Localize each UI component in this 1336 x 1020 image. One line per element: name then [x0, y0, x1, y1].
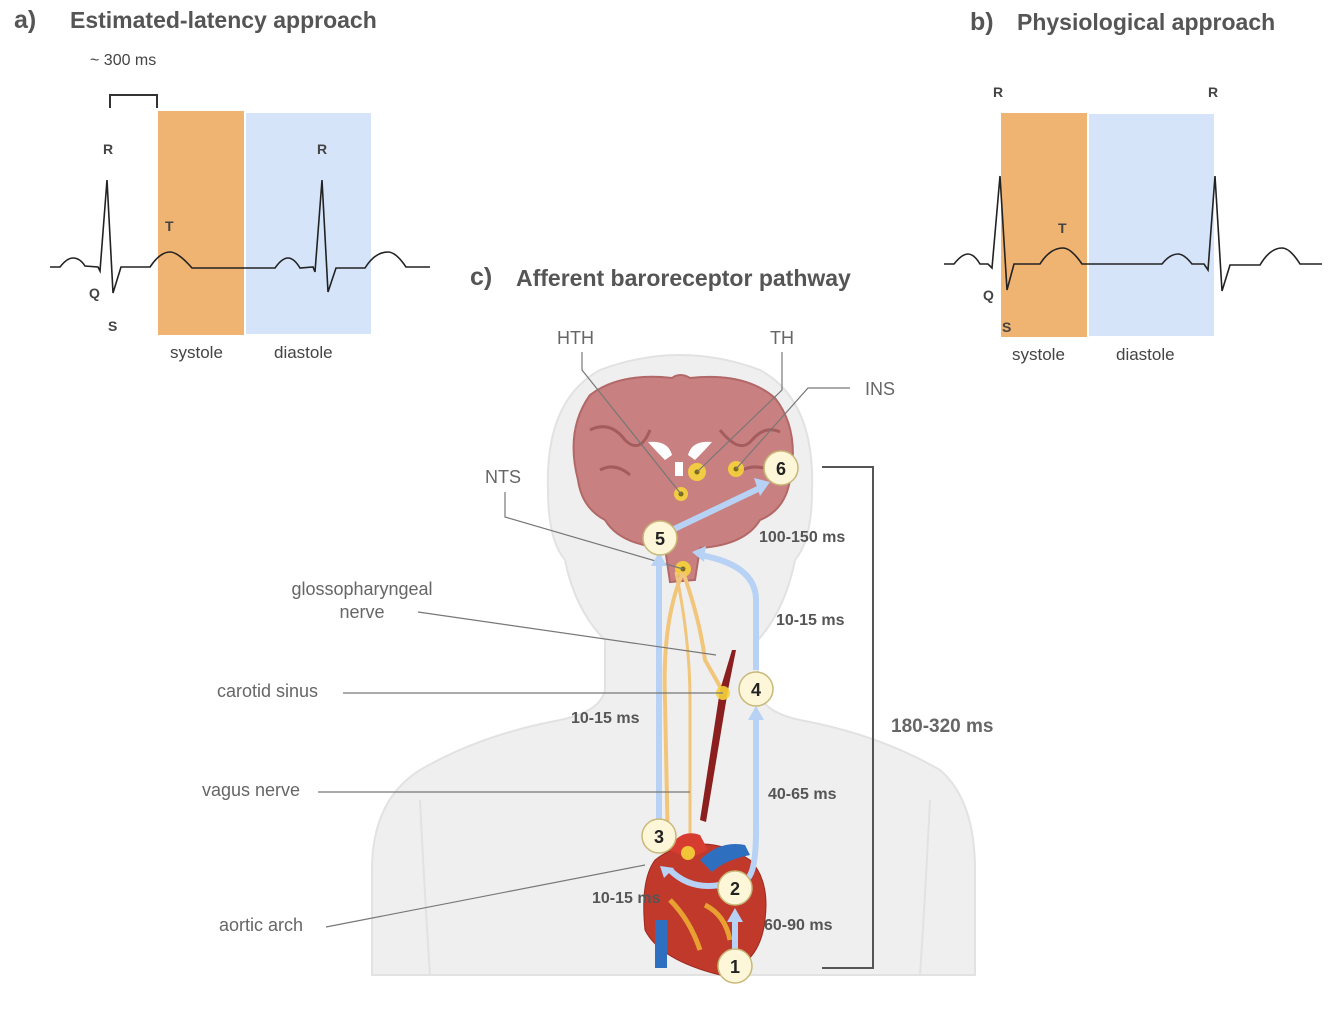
ecg-panel-a [50, 94, 430, 335]
t-wave-label: T [165, 218, 174, 234]
q-wave-label: Q [89, 285, 100, 301]
q-wave-label: Q [983, 287, 994, 303]
aortic-arch-shape [668, 833, 708, 858]
ventricles [648, 441, 712, 460]
nerve-path [674, 571, 692, 850]
aortic-node [681, 846, 695, 860]
nts-leader [504, 492, 684, 570]
latency-5-6: 100-150 ms [759, 529, 846, 546]
s-wave-label: S [108, 318, 118, 334]
brain [572, 374, 794, 584]
step-4-circle [738, 671, 774, 707]
step-6-number: 6 [776, 459, 786, 479]
total-latency: 180-320 ms [891, 716, 994, 737]
coronary-vessels [668, 898, 733, 951]
aortic-arch-leader [325, 864, 646, 928]
interval-label: ~ 300 ms [90, 52, 157, 69]
r-wave-label: R [1208, 84, 1219, 100]
diastole-region [1089, 114, 1214, 336]
s-wave-label: S [1002, 319, 1012, 335]
ecg-trace [944, 175, 1322, 292]
body-silhouette [371, 354, 976, 976]
arrowhead [748, 706, 764, 720]
step-5-circle [642, 520, 678, 556]
diastole-region [246, 113, 371, 334]
glossopharyngeal-label-line2: nerve [339, 602, 385, 622]
nts-label: NTS [485, 467, 521, 487]
latency-2-4: 40-65 ms [768, 786, 837, 803]
panel-c-letter: c) [470, 263, 493, 291]
ins-label: INS [865, 379, 896, 399]
panel-a-letter: a) [14, 6, 37, 34]
arrowhead [754, 478, 770, 496]
latency-2-3: 10-15 ms [592, 890, 661, 907]
step-3-circle [641, 818, 677, 854]
step-circles [641, 450, 799, 984]
panel-c-title: Afferent baroreceptor pathway [516, 265, 851, 291]
step-5-number: 5 [655, 529, 665, 549]
panel-b-letter: b) [970, 8, 994, 36]
glossopharyngeal-leader [417, 611, 717, 656]
arrowhead [660, 866, 674, 878]
latency-3-5: 10-15 ms [571, 710, 640, 727]
glossopharyngeal-label: glossopharyngeal nerve [280, 578, 444, 624]
r-wave-label: R [317, 141, 328, 157]
panel-a-title: Estimated-latency approach [70, 7, 377, 33]
carotid-sinus-label: carotid sinus [217, 681, 319, 701]
step-1-number: 1 [730, 957, 740, 977]
aortic-arch-label: aortic arch [219, 915, 304, 935]
systole-label: systole [1012, 345, 1065, 364]
step-2-number: 2 [730, 879, 740, 899]
hth-leader [581, 352, 682, 495]
arrow-4-5 [699, 552, 759, 670]
latency-1-2: 60-90 ms [764, 917, 833, 934]
arrow-5-6 [670, 485, 762, 533]
third-ventricle [675, 462, 683, 476]
glossopharyngeal-nerve-path [681, 571, 724, 691]
pulmonary-vessel [700, 844, 750, 872]
arrow-2-3 [667, 867, 721, 889]
step-6-circle [763, 450, 799, 486]
ecg-trace [50, 179, 430, 294]
arrowhead [727, 908, 743, 922]
systole-region [1001, 113, 1087, 337]
step-3-number: 3 [654, 827, 664, 847]
r-wave-label: R [993, 84, 1004, 100]
arrowhead [651, 552, 667, 566]
t-wave-label: T [1058, 220, 1067, 236]
diastole-label: diastole [274, 343, 333, 362]
th-label: TH [770, 328, 794, 348]
arm-contour [419, 799, 431, 976]
step-1-circle [717, 948, 753, 984]
arrowheads [651, 478, 770, 922]
systole-region [158, 111, 244, 335]
arm-contour [919, 799, 931, 976]
step-4-number: 4 [751, 680, 761, 700]
th-leader [696, 352, 783, 473]
diastole-label: diastole [1116, 345, 1175, 364]
step-2-circle [717, 870, 753, 906]
ecg-panel-b [944, 113, 1322, 337]
vagus-nerve-label: vagus nerve [202, 780, 301, 800]
brain-folds [589, 425, 781, 477]
hth-label: HTH [557, 328, 594, 348]
r-wave-label: R [103, 141, 114, 157]
arrowhead [692, 546, 706, 562]
total-latency-bracket [822, 466, 874, 969]
interval-bracket [109, 94, 158, 108]
glossopharyngeal-label-line1: glossopharyngeal [291, 579, 433, 599]
arrow-2-4 [745, 718, 759, 881]
ins-leader [735, 387, 850, 470]
vena-cava [655, 920, 667, 968]
panel-b-title: Physiological approach [1017, 9, 1276, 35]
latency-4-5: 10-15 ms [776, 612, 845, 629]
systole-label: systole [170, 343, 223, 362]
